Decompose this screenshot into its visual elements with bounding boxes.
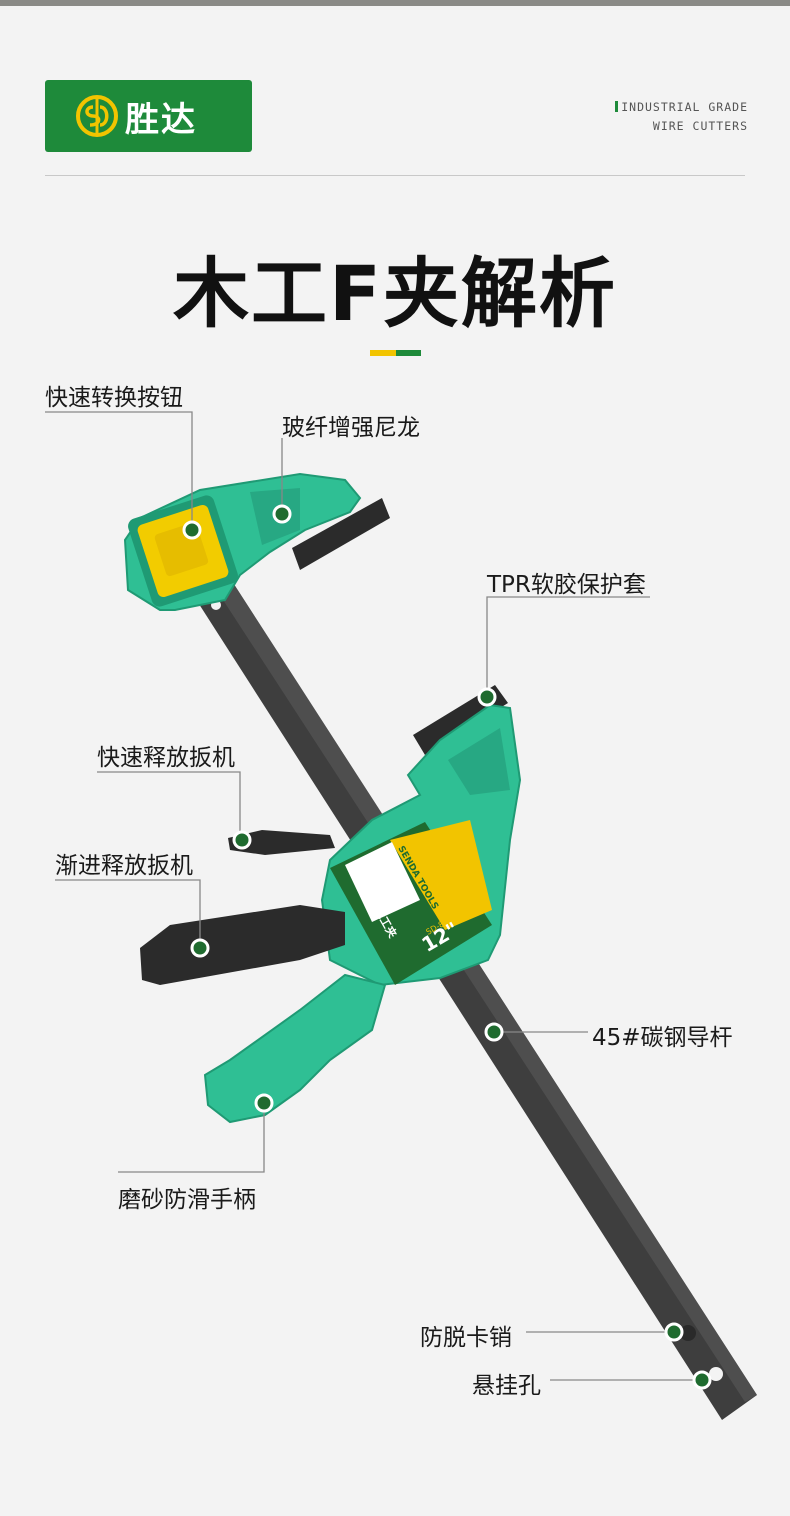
page-title: 木工F夹解析 xyxy=(173,249,617,338)
steel-bar xyxy=(190,578,757,1420)
label-handle: 磨砂防滑手柄 xyxy=(118,1187,256,1213)
brand-name: 胜达 xyxy=(125,99,197,140)
anti-drop-pin xyxy=(680,1325,696,1341)
sd-logo-icon xyxy=(76,95,118,137)
tagline: INDUSTRIAL GRADE WIRE CUTTERS xyxy=(615,98,748,136)
tagline-accent-bar xyxy=(615,101,619,112)
label-tpr: TPR软胶保护套 xyxy=(487,572,646,598)
header-divider xyxy=(45,175,745,176)
tagline-line2: WIRE CUTTERS xyxy=(652,119,748,133)
tagline-line1: INDUSTRIAL GRADE xyxy=(621,100,748,114)
label-hang-hole: 悬挂孔 xyxy=(472,1373,541,1399)
title-accent-yellow xyxy=(370,350,396,356)
label-fiberglass: 玻纤增强尼龙 xyxy=(282,415,420,441)
callout-lines xyxy=(45,411,700,1381)
label-quick-switch: 快速转换按钮 xyxy=(45,385,183,411)
label-steel-bar: 45#碳钢导杆 xyxy=(592,1025,733,1051)
progressive-release-trigger xyxy=(140,905,345,985)
brand-logo: 胜达 xyxy=(45,80,252,152)
movable-jaw: 12" 快速双色木工夹 SENDA TOOLS SD-8112 xyxy=(320,685,522,987)
label-quick-release: 快速释放扳机 xyxy=(97,745,235,771)
hang-hole xyxy=(709,1367,723,1381)
steel-bar-highlight xyxy=(212,578,757,1402)
fixed-jaw xyxy=(123,472,390,611)
callout-dots xyxy=(182,504,712,1390)
quick-release-trigger xyxy=(228,830,335,855)
grip-handle xyxy=(203,973,387,1124)
upper-tpr-pad xyxy=(292,498,390,570)
title-accent-green xyxy=(396,350,421,356)
label-anti-drop: 防脱卡销 xyxy=(420,1325,512,1351)
label-progressive-release: 渐进释放扳机 xyxy=(55,853,193,879)
top-texture-band xyxy=(0,0,790,6)
